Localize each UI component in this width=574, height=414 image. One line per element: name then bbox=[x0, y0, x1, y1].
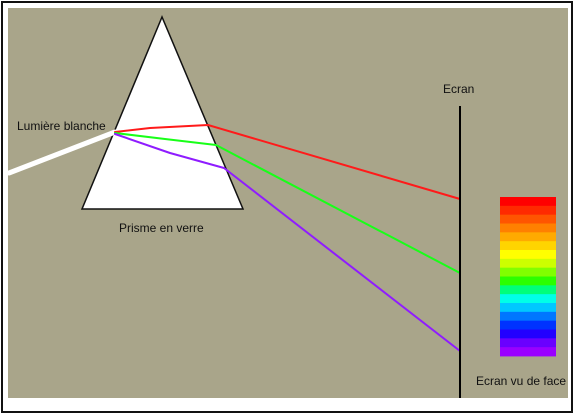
white-light-label: Lumière blanche bbox=[17, 119, 106, 133]
spectrum-band bbox=[500, 223, 556, 233]
spectrum-band bbox=[500, 320, 556, 330]
white-light-ray bbox=[6, 129, 118, 176]
spectrum-strip bbox=[500, 197, 556, 357]
spectrum-band bbox=[500, 294, 556, 304]
spectrum-band bbox=[500, 205, 556, 216]
spectrum-band bbox=[500, 267, 556, 277]
spectrum-band bbox=[500, 241, 556, 251]
spectrum-band bbox=[500, 303, 556, 313]
green-ray bbox=[114, 132, 461, 274]
spectrum-band bbox=[500, 250, 556, 260]
screen-label: Ecran bbox=[443, 82, 474, 96]
spectrum-band bbox=[500, 214, 556, 224]
spectrum-band bbox=[500, 285, 556, 295]
prism-label: Prisme en verre bbox=[119, 221, 204, 235]
spectrum-band bbox=[500, 258, 556, 269]
screen-front-view-label: Ecran vu de face bbox=[476, 374, 566, 388]
red-ray bbox=[114, 124, 461, 200]
glass-prism bbox=[80, 15, 245, 210]
spectrum-band bbox=[500, 197, 556, 207]
spectrum-band bbox=[500, 338, 556, 348]
spectrum-band bbox=[500, 311, 556, 322]
violet-ray bbox=[114, 133, 461, 352]
spectrum-band bbox=[500, 329, 556, 339]
spectrum-band bbox=[500, 347, 556, 357]
spectrum-band bbox=[500, 276, 556, 286]
spectrum-band bbox=[500, 232, 556, 242]
